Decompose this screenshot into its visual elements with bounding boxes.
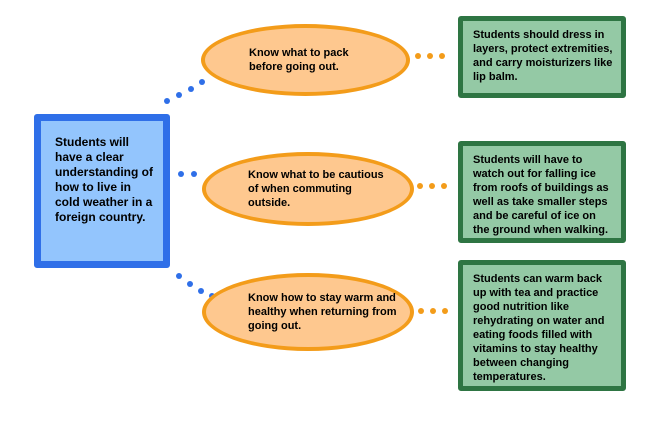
goal-text: Know what to pack before going out.: [249, 47, 349, 73]
detail-box-pack: Students should dress in layers, protect…: [458, 16, 626, 98]
detail-box-warm: Students can warm back up with tea and p…: [458, 260, 626, 391]
detail-box-commute: Students will have to watch out for fall…: [458, 141, 626, 243]
goal-ellipse-pack: Know what to pack before going out.: [201, 24, 410, 96]
blue-connector-top: [164, 79, 205, 104]
main-objective-text: Students will have a clear understanding…: [55, 135, 153, 224]
goal-ellipse-commute: Know what to be cautious of when commuti…: [202, 152, 414, 226]
detail-text: Students will have to watch out for fall…: [473, 154, 609, 236]
blue-connector-middle: [178, 171, 197, 177]
orange-connector-bottom: [418, 308, 448, 314]
blue-connector-bottom: [176, 273, 215, 299]
detail-text: Students can warm back up with tea and p…: [473, 273, 605, 383]
orange-connector-middle: [417, 183, 447, 189]
main-objective-box: Students will have a clear understanding…: [34, 114, 170, 268]
goal-ellipse-warm: Know how to stay warm and healthy when r…: [202, 273, 414, 351]
goal-text: Know what to be cautious of when commuti…: [248, 169, 384, 209]
detail-text: Students should dress in layers, protect…: [473, 29, 613, 83]
goal-text: Know how to stay warm and healthy when r…: [248, 292, 397, 332]
orange-connector-top: [415, 53, 445, 59]
